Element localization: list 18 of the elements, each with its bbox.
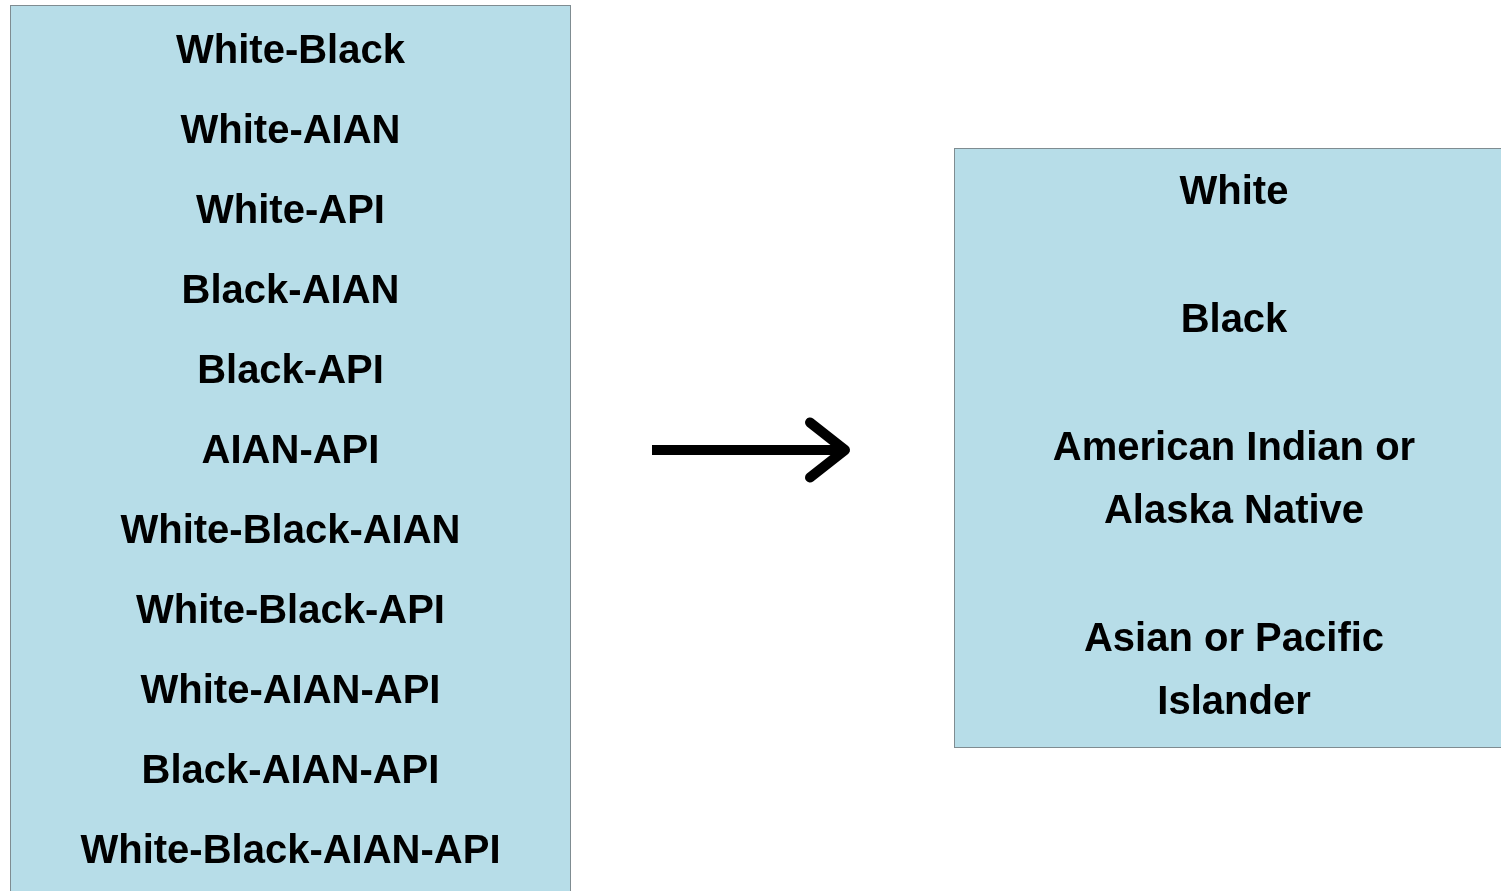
category-label: White-AIAN-API	[140, 666, 441, 713]
category-label: White-Black	[176, 26, 405, 73]
category-label: Black-AIAN-API	[141, 746, 440, 793]
category-label: White-Black-API	[136, 586, 445, 633]
category-label: American Indian or Alaska Native	[1051, 423, 1417, 533]
category-label: AIAN-API	[201, 426, 380, 473]
category-label: Black-AIAN	[181, 266, 400, 313]
category-label: White-AIAN	[180, 106, 401, 153]
category-label: White-Black-AIAN	[120, 506, 461, 553]
category-label: Black-API	[197, 346, 384, 393]
category-label: White-API	[196, 186, 385, 233]
category-box	[954, 148, 1501, 748]
category-label: Asian or Pacific Islander	[1082, 614, 1386, 724]
category-label: White-Black-AIAN-API	[80, 826, 501, 873]
category-box	[10, 5, 571, 891]
arrow	[652, 417, 850, 483]
category-label: Black	[1179, 295, 1289, 342]
category-label: White	[1178, 167, 1290, 214]
